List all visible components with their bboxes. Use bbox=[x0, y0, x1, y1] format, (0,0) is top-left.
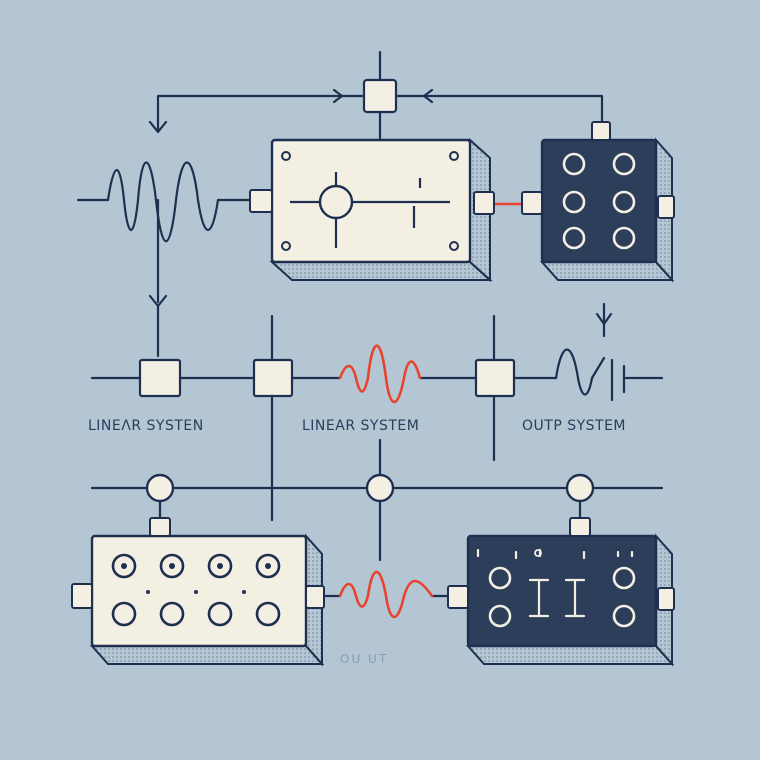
arrow-left-icon bbox=[422, 88, 434, 104]
output-wave-icon bbox=[554, 348, 626, 402]
output-block-top bbox=[521, 121, 675, 283]
arrow-down-icon bbox=[148, 120, 168, 134]
junction-node-icon bbox=[138, 358, 182, 398]
junction-node-icon bbox=[252, 358, 294, 398]
terminal-jack-icon bbox=[447, 585, 469, 609]
vertical-wire-6 bbox=[158, 500, 582, 524]
arrow-right-icon bbox=[332, 88, 344, 104]
output-system-label: OUTP SYSTEM bbox=[522, 418, 627, 434]
terminal-jack-icon bbox=[521, 191, 543, 215]
linear-system-block-top bbox=[249, 137, 495, 283]
output-block-bottom bbox=[447, 517, 675, 667]
terminal-jack-icon bbox=[473, 191, 495, 215]
junction-dot-icon bbox=[365, 473, 395, 503]
terminal-jack-icon bbox=[249, 189, 273, 213]
linear-system-label-center: LINEAR SYSTEM bbox=[302, 418, 420, 434]
junction-node-icon bbox=[362, 78, 398, 114]
arrow-down-icon bbox=[595, 312, 613, 326]
terminal-jack-icon bbox=[305, 585, 325, 609]
linear-system-label-left: LINEΛR SYSTEN bbox=[88, 418, 204, 434]
input-wave-icon bbox=[106, 161, 220, 243]
terminal-jack-icon bbox=[657, 587, 675, 611]
feedback-wire-top bbox=[156, 94, 604, 132]
terminal-jack-icon bbox=[71, 583, 93, 609]
terminal-jack-icon bbox=[591, 121, 611, 141]
signal-wave-bottom-icon bbox=[338, 570, 434, 619]
terminal-jack-icon bbox=[569, 517, 591, 537]
junction-dot-icon bbox=[145, 473, 175, 503]
linear-system-block-bottom bbox=[71, 517, 325, 667]
junction-node-icon bbox=[474, 358, 516, 398]
terminal-jack-icon bbox=[149, 517, 171, 537]
signal-wave-middle-icon bbox=[338, 344, 422, 404]
terminal-jack-icon bbox=[657, 195, 675, 219]
junction-dot-icon bbox=[565, 473, 595, 503]
output-faded-label: OU UT bbox=[340, 652, 389, 666]
